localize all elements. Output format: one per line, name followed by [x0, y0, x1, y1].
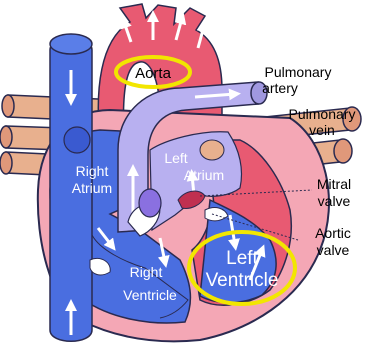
pulmonary-artery-label-line1: Pulmonary	[265, 64, 332, 80]
left-atrium-label-line1: Left	[164, 150, 187, 166]
pulmonary-artery-label-line2: artery	[262, 80, 298, 96]
pulmonary-vein-label-line1: Pulmonary	[289, 106, 356, 122]
pulmonary-valve	[139, 189, 161, 217]
right-ventricle-label-line1: Right	[130, 264, 163, 280]
left-ventricle-label-line1: Left	[226, 248, 258, 269]
mitral-valve-label-line1: Mitral	[317, 176, 351, 192]
right-atrium-label-line2: Atrium	[72, 180, 112, 196]
aortic-valve-label-line1: Aortic	[315, 225, 351, 241]
aortic-valve-label-line2: valve	[317, 242, 350, 258]
aorta-label: Aorta	[135, 65, 172, 82]
mitral-valve-label-line2: valve	[318, 193, 351, 209]
pulmonary-vein-label-line2: vein	[309, 122, 335, 138]
right-ventricle-label-line2: Ventricle	[123, 287, 177, 303]
right-atrium-label-line1: Right	[76, 163, 109, 179]
left-atrium-label-line2: Atrium	[184, 167, 224, 183]
left-ventricle-label-line2: Ventricle	[206, 270, 279, 291]
